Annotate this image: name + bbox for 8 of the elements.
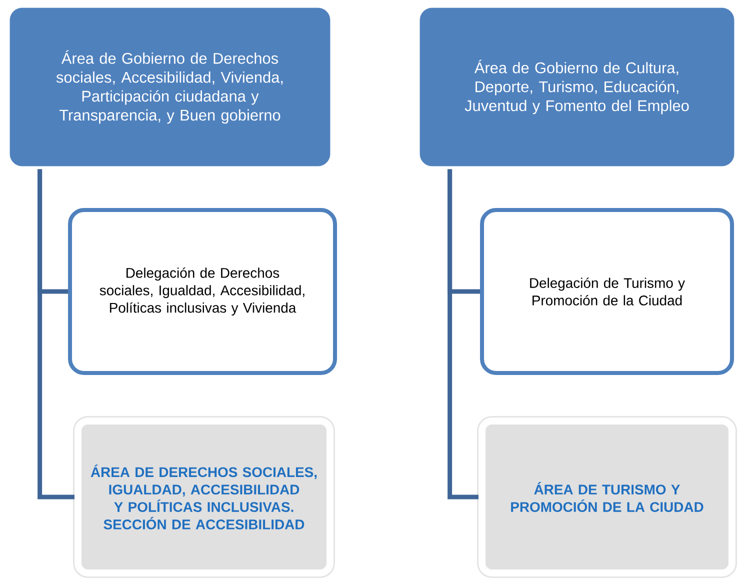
area-box: Área de Gobierno de Derechos sociales, Accesibilidad, Vivienda, Participación ciudadana y Transparencia, y Buen gobierno <box>10 8 330 166</box>
delegation-box: Delegación de Turismo y Promoción de la Ciudad <box>480 208 734 375</box>
connector-line <box>38 169 74 500</box>
connector-line <box>448 169 478 500</box>
delegation-box: Delegación de Derechos sociales, Igualdad, Accesibilidad, Políticas inclusivas y Vivienda <box>68 208 337 375</box>
section-box: ÁREA DE TURISMO Y PROMOCIÓN DE LA CIUDAD <box>477 416 737 578</box>
area-box: Área de Gobierno de Cultura, Deporte, Turismo, Educación, Juventud y Fomento del Empleo <box>420 8 734 166</box>
section-box: ÁREA DE DERECHOS SOCIALES, IGUALDAD, ACCESIBILIDAD Y POLÍTICAS INCLUSIVAS. SECCIÓN DE ACCESIBILIDAD <box>73 416 335 578</box>
